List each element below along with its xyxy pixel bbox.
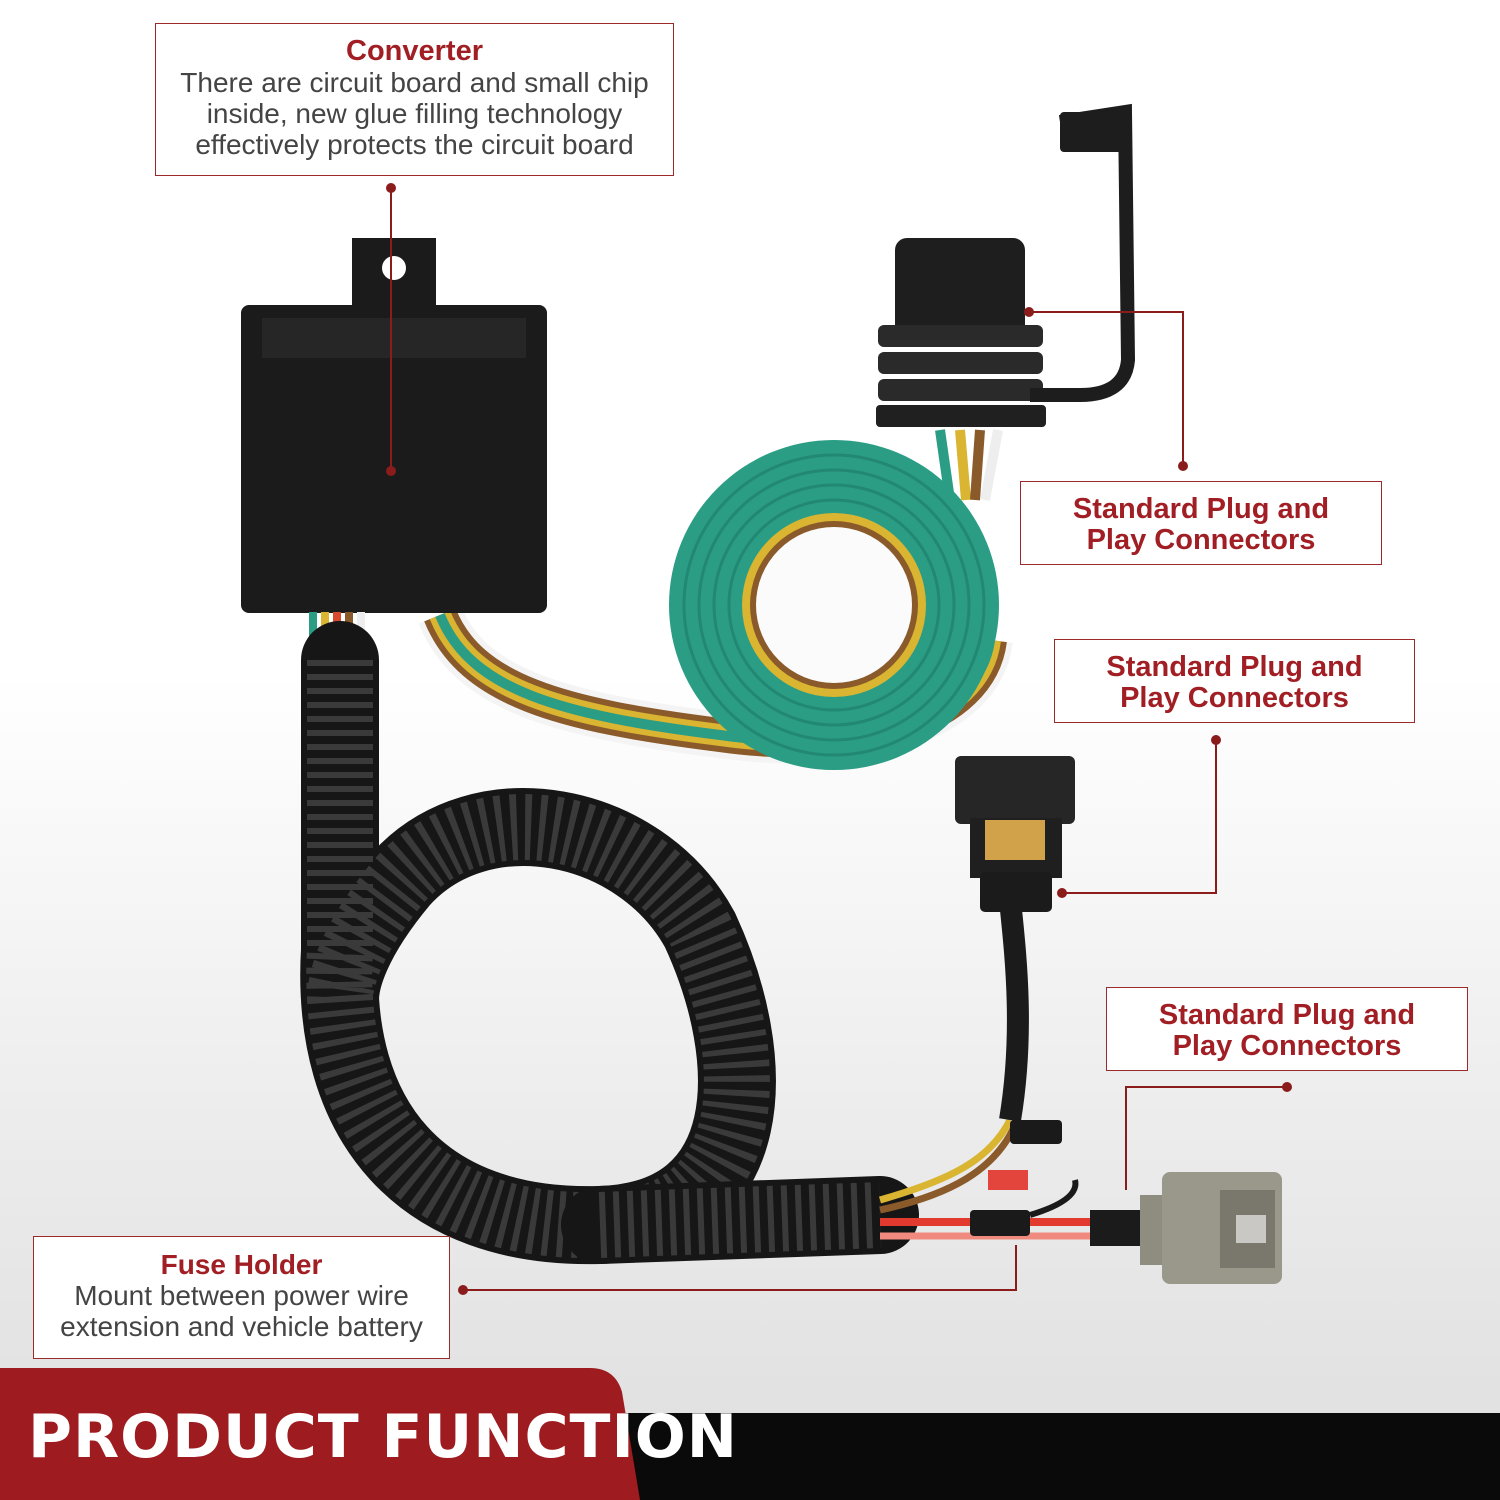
four-pin-flat-plug-icon: [876, 103, 1136, 427]
plug-connectors-callout-2: Standard Plug and Play Connectors: [1054, 639, 1415, 723]
fuse-holder-icon: [970, 1120, 1140, 1246]
footer-label: PRODUCT FUNCTION: [28, 1402, 738, 1472]
fuse-holder-callout: Fuse Holder Mount between power wire ext…: [33, 1236, 450, 1359]
converter-description: There are circuit board and small chip i…: [180, 67, 649, 160]
fuse-holder-description: Mount between power wire extension and v…: [60, 1280, 423, 1342]
plug-lead-wires: [935, 429, 1003, 501]
corrugated-loom: [300, 621, 919, 1265]
wire-coil: [669, 440, 999, 770]
vehicle-socket-icon: [955, 756, 1075, 912]
converter-title: Converter: [346, 35, 483, 67]
leader-dots: [386, 183, 1292, 1295]
plug-connectors-callout-1: Standard Plug and Play Connectors: [1020, 481, 1382, 565]
leader-lines: [390, 188, 1287, 1291]
plug-connectors-title-3: Standard Plug and Play Connectors: [1158, 999, 1416, 1062]
gray-connector-icon: [1140, 1172, 1282, 1284]
plug-connectors-title-2: Standard Plug and Play Connectors: [1106, 651, 1363, 714]
converter-callout: Converter There are circuit board and sm…: [155, 23, 674, 176]
plug-connectors-callout-3: Standard Plug and Play Connectors: [1106, 987, 1468, 1071]
plug-connectors-title-1: Standard Plug and Play Connectors: [1072, 493, 1330, 556]
fuse-holder-title: Fuse Holder: [160, 1249, 323, 1280]
converter-box-icon: [241, 238, 547, 660]
